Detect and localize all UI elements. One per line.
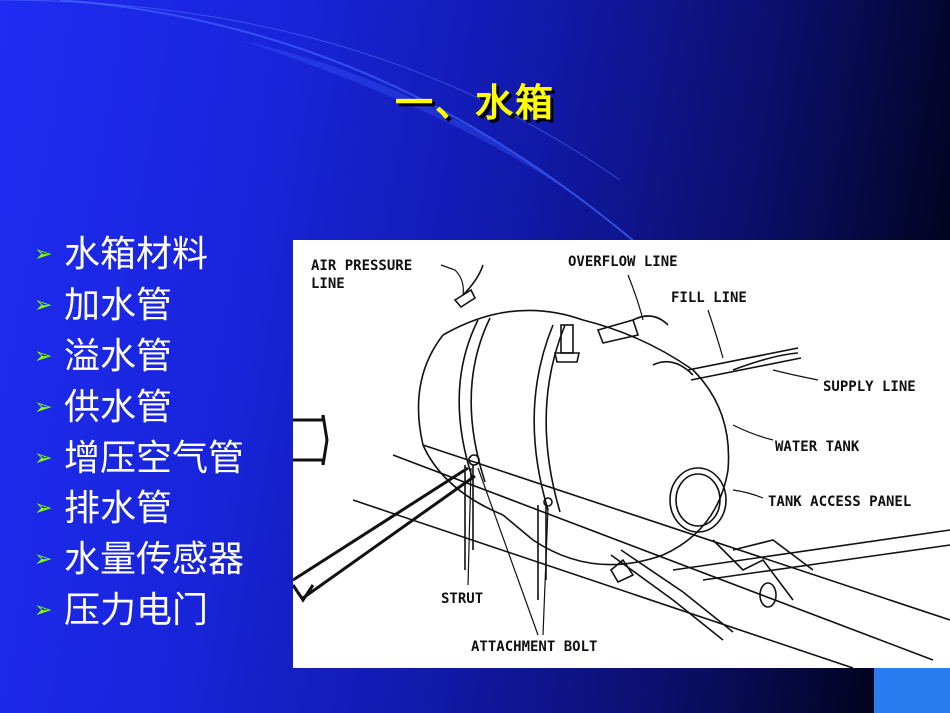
arrow-bullet-icon: ➢ bbox=[34, 547, 53, 573]
water-tank-diagram: AIR PRESSURE LINE OVERFLOW LINE FILL LIN… bbox=[293, 240, 950, 668]
bullet-item: ➢ 压力电门 bbox=[34, 586, 244, 637]
bullet-item: ➢ 水量传感器 bbox=[34, 535, 244, 586]
air-pressure-line-label-2: LINE bbox=[311, 276, 345, 292]
strut-label: STRUT bbox=[441, 591, 483, 607]
bullet-text: 排水管 bbox=[64, 488, 173, 530]
water-tank-label: WATER TANK bbox=[775, 439, 860, 455]
bullet-text: 供水管 bbox=[64, 386, 173, 428]
bullet-list: ➢水箱材料 ➢加水管 ➢溢水管 ➢供水管 ➢增压空气管 ➢排水管 ➢水量传感器 … bbox=[34, 230, 244, 636]
bullet-text: 压力电门 bbox=[64, 589, 209, 631]
corner-accent-box bbox=[874, 668, 950, 713]
attachment-bolt-label: ATTACHMENT BOLT bbox=[471, 639, 597, 655]
arrow-bullet-icon: ➢ bbox=[34, 597, 53, 623]
air-pressure-line-label: AIR PRESSURE bbox=[311, 258, 412, 274]
supply-line-label: SUPPLY LINE bbox=[823, 379, 916, 395]
tank-access-panel-label: TANK ACCESS PANEL bbox=[768, 494, 911, 510]
bullet-item: ➢ 溢水管 bbox=[34, 332, 244, 383]
arrow-bullet-icon: ➢ bbox=[34, 293, 53, 319]
bullet-item: ➢ 增压空气管 bbox=[34, 433, 244, 484]
fill-line-label: FILL LINE bbox=[671, 290, 747, 306]
arrow-bullet-icon: ➢ bbox=[34, 394, 53, 420]
bullet-text: 水箱材料 bbox=[64, 234, 209, 276]
arrow-bullet-icon: ➢ bbox=[34, 445, 53, 471]
arrow-bullet-icon: ➢ bbox=[34, 496, 53, 522]
overflow-line-label: OVERFLOW LINE bbox=[568, 254, 678, 270]
arrow-bullet-icon: ➢ bbox=[34, 242, 53, 268]
bullet-item: ➢ 排水管 bbox=[34, 484, 244, 535]
slide-title: 一、水箱 bbox=[394, 81, 555, 125]
bullet-text: 水量传感器 bbox=[64, 539, 245, 581]
bullet-text: 加水管 bbox=[64, 285, 173, 327]
bullet-text: 增压空气管 bbox=[64, 437, 245, 479]
bullet-text: 溢水管 bbox=[64, 335, 173, 377]
bullet-item: ➢ 水箱材料 bbox=[34, 230, 244, 281]
bullet-item: ➢ 加水管 bbox=[34, 281, 244, 332]
bullet-item: ➢ 供水管 bbox=[34, 382, 244, 433]
arrow-bullet-icon: ➢ bbox=[34, 343, 53, 369]
water-tank-drawing: AIR PRESSURE LINE OVERFLOW LINE FILL LIN… bbox=[293, 254, 950, 668]
